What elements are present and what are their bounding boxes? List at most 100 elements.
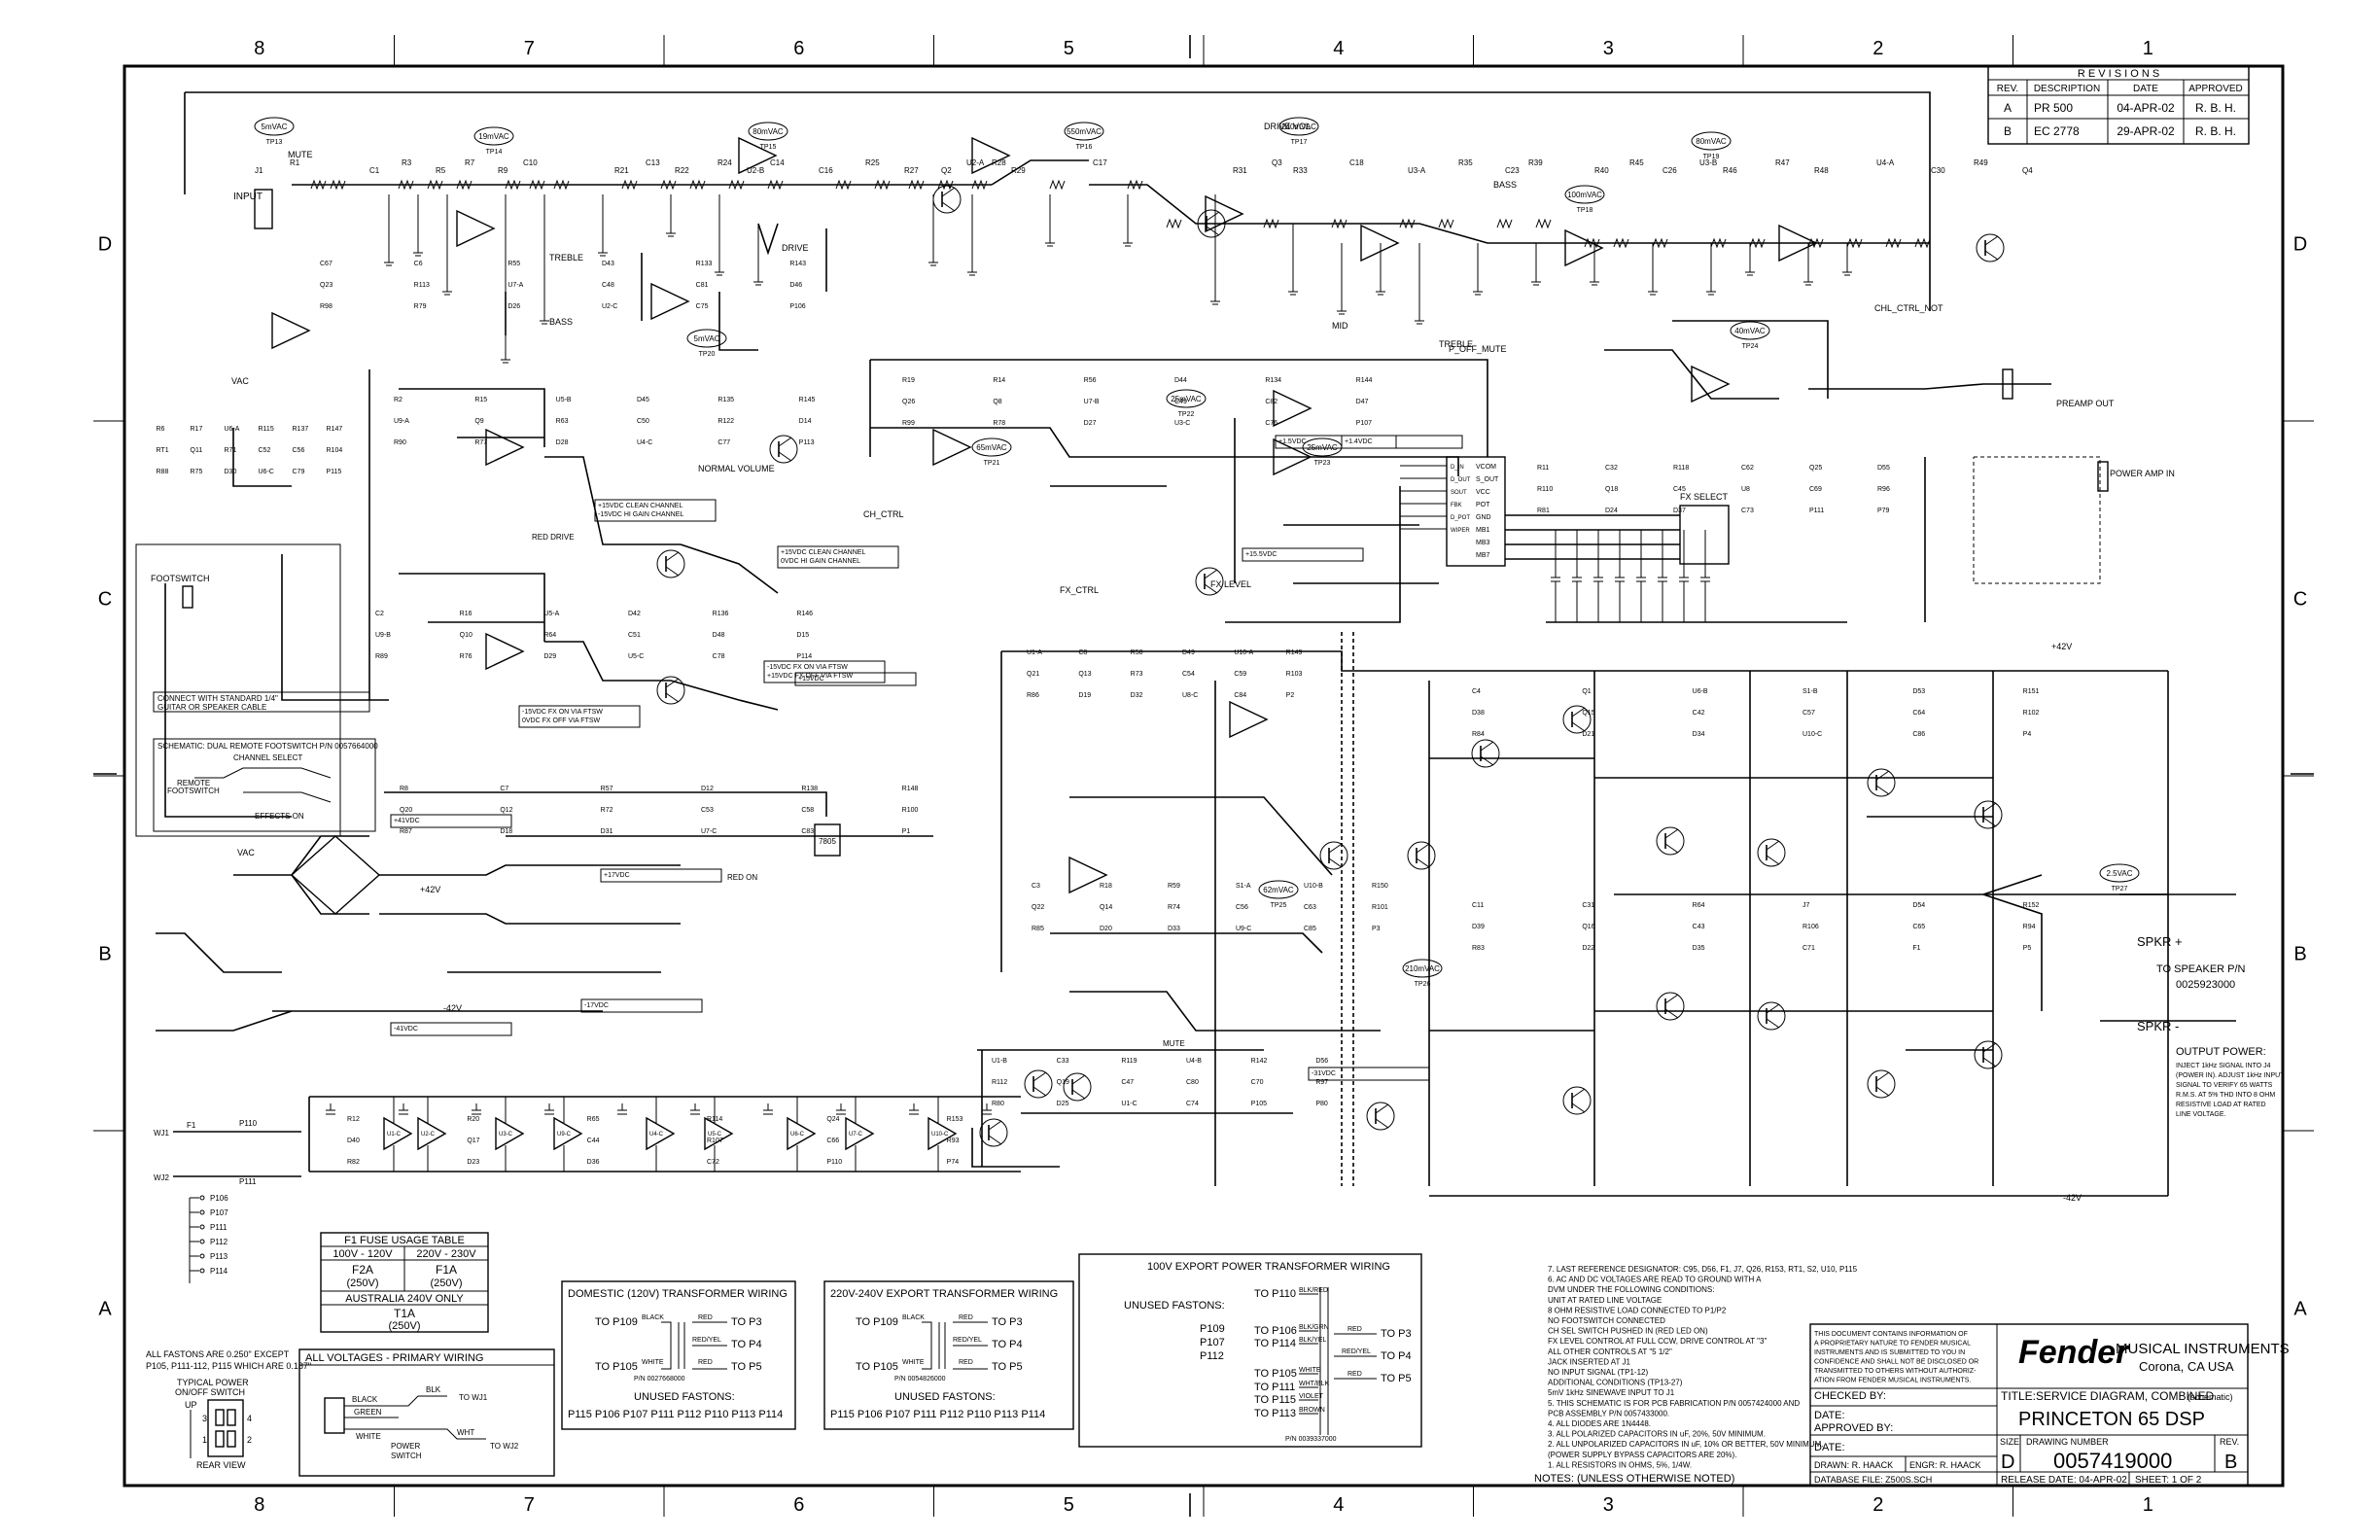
xf3-right1: TO P3 bbox=[1381, 1328, 1412, 1340]
part-label: P1 bbox=[902, 828, 911, 835]
note-line: 8 OHM RESISTIVE LOAD CONNECTED TO P1/P2 bbox=[1548, 1306, 1727, 1314]
transistor-symbol bbox=[1656, 826, 1685, 856]
effects-on-label: EFFECTS ON bbox=[255, 812, 304, 821]
part-label: R15 bbox=[474, 397, 487, 403]
part-label: D35 bbox=[1693, 945, 1705, 952]
fuse-v1: F2A bbox=[352, 1263, 373, 1277]
database-file: DATABASE FILE: Z500S.SCH bbox=[1814, 1475, 1932, 1485]
testpoint-value: 5mVAC bbox=[694, 334, 720, 343]
part-label: D31 bbox=[601, 828, 613, 835]
part-label: R144 bbox=[1356, 377, 1373, 384]
row-label-left: B bbox=[98, 944, 111, 965]
pswitch-pin3: 3 bbox=[202, 1414, 207, 1423]
dc-box-text: +17VDC bbox=[604, 872, 630, 879]
col-label-bottom: 8 bbox=[254, 1494, 264, 1516]
row-label-right: B bbox=[2293, 944, 2306, 965]
testpoint-value: 19mVAC bbox=[478, 132, 509, 141]
xf2-lc1: BLACK bbox=[902, 1314, 925, 1321]
part-label: R87 bbox=[400, 828, 412, 835]
pw-green: GREEN bbox=[354, 1408, 382, 1417]
fuse-aus: AUSTRALIA 240V ONLY bbox=[345, 1293, 464, 1305]
part-label: R106 bbox=[1802, 924, 1819, 930]
part-label: R76 bbox=[460, 653, 472, 660]
note-line: DVM UNDER THE FOLLOWING CONDITIONS: bbox=[1548, 1285, 1714, 1294]
part-label: Q9 bbox=[474, 418, 483, 425]
testpoints: 5mVACTP1319mVACTP1480mVACTP15550mVACTP16… bbox=[254, 117, 2140, 988]
testpoint-value: 5mVAC bbox=[262, 122, 288, 131]
part-label: U6-C bbox=[259, 469, 274, 475]
testpoint-id: TP13 bbox=[266, 139, 283, 146]
release-date: RELEASE DATE: 04-APR-02 bbox=[2001, 1475, 2127, 1486]
row-label-right: C bbox=[2293, 589, 2307, 611]
part-label: C69 bbox=[1809, 486, 1822, 493]
part-label: D21 bbox=[1582, 731, 1594, 738]
dc-box bbox=[580, 998, 703, 1013]
pw-switch: SWITCH bbox=[391, 1452, 422, 1460]
part-label: D39 bbox=[1472, 924, 1485, 930]
part-label: D46 bbox=[789, 282, 802, 289]
part-label: Q25 bbox=[1809, 465, 1822, 472]
transistor-symbol bbox=[1656, 992, 1685, 1021]
part-label: C78 bbox=[713, 653, 725, 660]
part-label: R147 bbox=[327, 426, 343, 433]
rev-a-desc: PR 500 bbox=[2034, 101, 2073, 115]
part-label: RT1 bbox=[157, 447, 169, 454]
pw-power: POWER bbox=[391, 1442, 420, 1451]
part-label: C57 bbox=[1802, 710, 1815, 717]
part-label: D36 bbox=[587, 1159, 600, 1166]
part-label: C56 bbox=[1236, 904, 1248, 911]
part-label: C1 bbox=[369, 166, 380, 175]
part-label: Q8 bbox=[993, 399, 1001, 405]
part-label: P2 bbox=[1286, 692, 1295, 699]
fuse-v2b: (250V) bbox=[430, 1278, 462, 1289]
plus42-label: +42V bbox=[420, 885, 440, 894]
dc-box-text: +41VDC bbox=[394, 818, 420, 824]
part-label: C70 bbox=[1251, 1079, 1264, 1086]
output-power-line: (POWER IN). ADJUST 1kHz INPUT bbox=[2176, 1072, 2285, 1079]
rev-label: REV. bbox=[2220, 1437, 2239, 1447]
connector-pin-label: GND bbox=[1476, 514, 1491, 521]
part-label: C11 bbox=[1472, 902, 1484, 909]
company-name: MUSICAL INSTRUMENTS bbox=[2116, 1341, 2290, 1357]
decoup-opamp-label: U10-C bbox=[931, 1132, 949, 1138]
part-label: R40 bbox=[1594, 166, 1609, 175]
border-ticks bbox=[93, 35, 2314, 1517]
plug-label: P111 bbox=[239, 1177, 257, 1186]
xf3-color: WHITE bbox=[1299, 1367, 1321, 1374]
part-label: C83 bbox=[801, 828, 814, 835]
xf1-unused: P115 P106 P107 P111 P112 P110 P113 P114 bbox=[568, 1409, 783, 1420]
part-label: R73 bbox=[1131, 671, 1143, 678]
transistor-symbol bbox=[1757, 1001, 1786, 1031]
part-label: U9-C bbox=[1236, 926, 1251, 932]
bridge-rectifier bbox=[290, 835, 381, 915]
power-supply: 7805 VAC RED ON +42V -42V RED DRIVE U1-C… bbox=[154, 533, 1021, 1283]
drive-label: DRIVE bbox=[782, 243, 809, 253]
decoup-opamp-label: U1-C bbox=[387, 1132, 402, 1138]
regulator-7805 bbox=[814, 823, 841, 857]
part-label: U7-C bbox=[701, 828, 717, 835]
preamp-signal-path: INPUT MUTE TREBLE BASS TREBLE BASS MID N… bbox=[184, 91, 1931, 894]
part-label: U4-B bbox=[1186, 1058, 1202, 1065]
part-label: R59 bbox=[1168, 883, 1180, 890]
part-label: C16 bbox=[819, 166, 833, 175]
part-label: C75 bbox=[696, 303, 709, 310]
transistor-symbol bbox=[1319, 841, 1348, 870]
part-label: Q15 bbox=[1582, 710, 1594, 717]
part-label: R9 bbox=[498, 166, 508, 175]
connector-pin-label-left: FBK bbox=[1451, 503, 1462, 508]
part-label: R14 bbox=[993, 377, 1005, 384]
note-line: CH SEL SWITCH PUSHED IN (RED LED ON) bbox=[1548, 1327, 1708, 1336]
part-label: U9-A bbox=[394, 418, 409, 425]
notice-line: THIS DOCUMENT CONTAINS INFORMATION OF bbox=[1814, 1331, 1968, 1338]
footswitch-jack bbox=[182, 585, 193, 609]
date2: DATE: bbox=[1814, 1442, 1845, 1453]
primary-wiring-box: ALL VOLTAGES - PRIMARY WIRING BLACK GREE… bbox=[298, 1348, 555, 1477]
vac-label-top: VAC bbox=[231, 376, 249, 386]
col-label-top: 7 bbox=[524, 38, 535, 59]
part-label: R103 bbox=[1286, 671, 1303, 678]
connector-pin-label: MB1 bbox=[1476, 527, 1490, 534]
part-label: P4 bbox=[2023, 731, 2032, 738]
part-label: C63 bbox=[1304, 904, 1316, 911]
decoup-opamp-label: U6-C bbox=[790, 1132, 805, 1138]
transistor-symbol bbox=[1407, 841, 1436, 870]
